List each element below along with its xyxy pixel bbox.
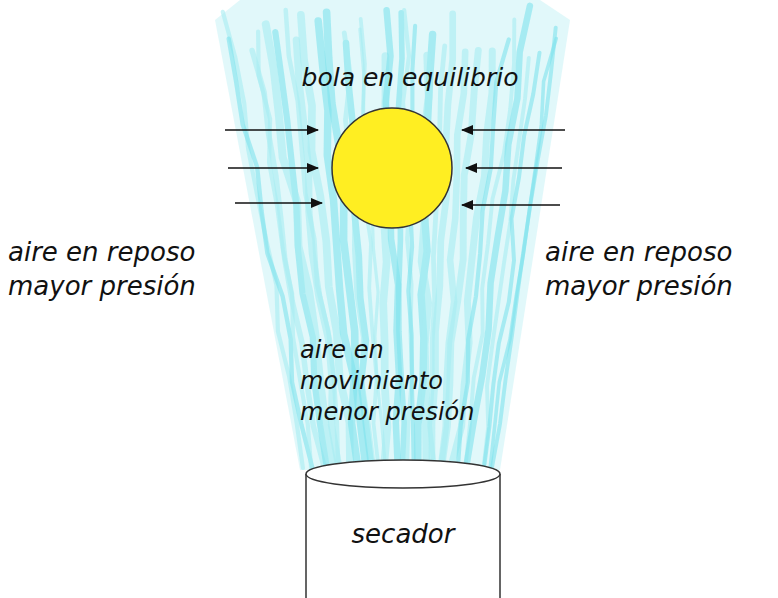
pressure-arrows (225, 130, 565, 205)
still-air-label: aire en reposo mayor presión (545, 236, 773, 304)
dryer-label: secador (305, 518, 501, 552)
air-streaks (223, 6, 556, 468)
air-stream (215, 0, 570, 470)
moving-air-label: aire en movimiento menor presión (300, 335, 500, 429)
dryer-body: secador (305, 458, 501, 598)
still-air-label: aire en reposo mayor presión (8, 236, 238, 304)
ball-label: bola en equilibrio (290, 62, 530, 95)
air-streak (484, 53, 540, 468)
ball (332, 108, 452, 228)
